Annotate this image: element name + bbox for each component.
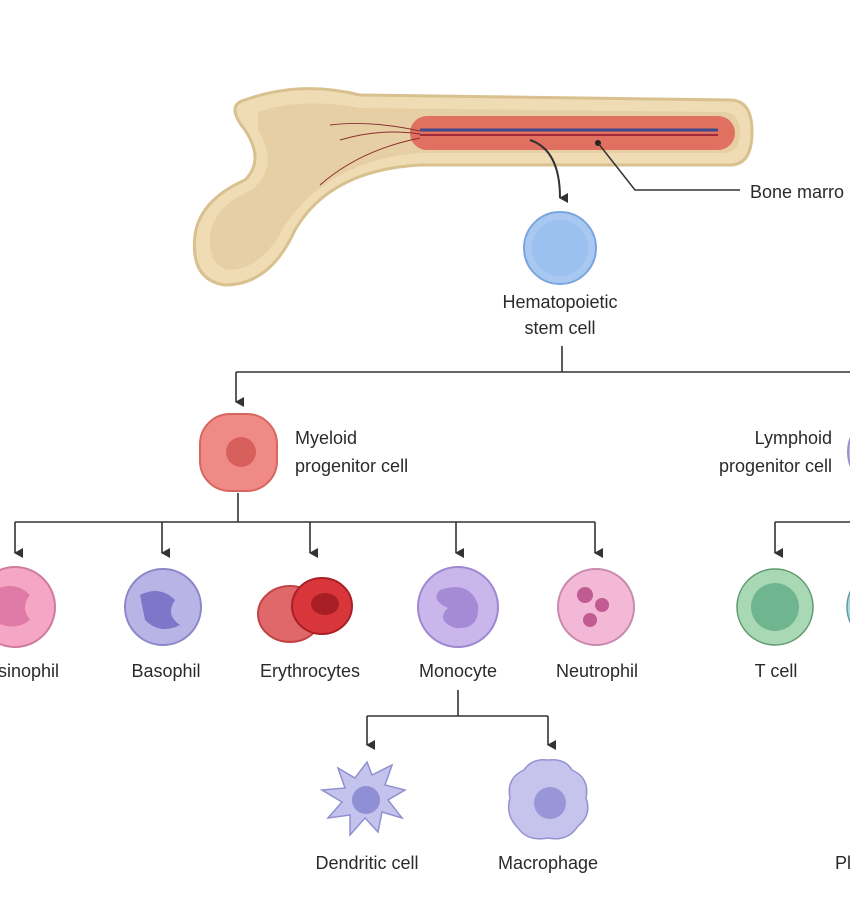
marrow-to-stem-arrow: [529, 139, 569, 203]
bone-marrow-region: [410, 116, 735, 150]
plasma-cell-label-partial: Pl: [835, 853, 850, 873]
macrophage-icon: [507, 758, 589, 840]
hsc-label-1: Hematopoietic: [502, 292, 617, 312]
myeloid-cell-icon: [199, 413, 278, 492]
bone-marrow-pointer: [595, 140, 740, 191]
monocyte-icon: [417, 566, 499, 648]
eosinophil-label: sinophil: [0, 661, 59, 681]
b-cell-icon-partial: [846, 590, 850, 624]
myeloid-label-1: Myeloid: [295, 428, 357, 448]
erythrocytes-label: Erythrocytes: [260, 661, 360, 681]
dendritic-label: Dendritic cell: [315, 853, 418, 873]
monocyte-label: Monocyte: [419, 661, 497, 681]
femur-bone: [192, 87, 754, 287]
hsc-label-2: stem cell: [524, 318, 595, 338]
t-cell-icon: [736, 568, 814, 646]
lymphoid-label-1: Lymphoid: [755, 428, 832, 448]
basophil-label: Basophil: [131, 661, 200, 681]
stem-cell-icon: [523, 211, 597, 285]
neutrophil-icon: [557, 568, 635, 646]
myeloid-label-2: progenitor cell: [295, 456, 408, 476]
eosinophil-icon: [0, 566, 56, 648]
neutrophil-label: Neutrophil: [556, 661, 638, 681]
connector-lines: [14, 346, 850, 750]
lymphoid-label-2: progenitor cell: [719, 456, 832, 476]
erythrocytes-icon: [257, 577, 353, 643]
macrophage-label: Macrophage: [498, 853, 598, 873]
dendritic-cell-icon: [319, 760, 407, 837]
bone-marrow-label: Bone marro: [750, 182, 844, 202]
basophil-icon: [124, 568, 202, 646]
t-cell-label: T cell: [755, 661, 798, 681]
